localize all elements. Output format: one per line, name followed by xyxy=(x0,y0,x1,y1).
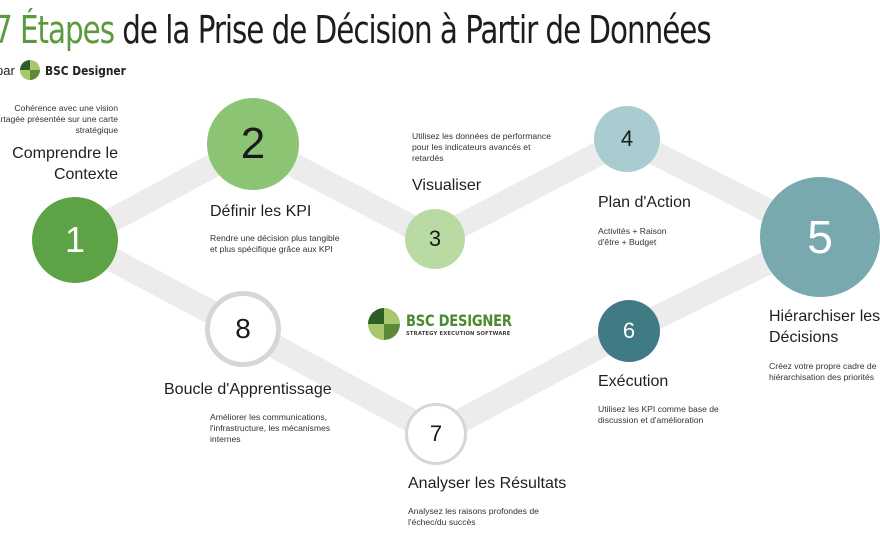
byline-by: par xyxy=(0,62,15,78)
step-6-label: Exécution xyxy=(598,373,669,390)
step-8-description: Améliorer les communications,l'infrastru… xyxy=(210,412,331,444)
page-title: 7 Étapes de la Prise de Décision à Parti… xyxy=(0,8,712,52)
step-5-circle: 5 xyxy=(760,177,880,297)
step-4-number: 4 xyxy=(620,126,634,151)
center-logo-tagline: STRATEGY EXECUTION SOFTWARE xyxy=(406,331,511,337)
bsc-designer-logo-icon xyxy=(368,308,400,340)
step-6-number: 6 xyxy=(622,318,636,343)
step-8-label: Boucle d'Apprentissage xyxy=(164,381,332,398)
step-1-number: 1 xyxy=(64,219,86,260)
title-accent: 7 Étapes xyxy=(0,8,115,52)
step-2-number: 2 xyxy=(240,119,266,168)
step-7-circle: 7 xyxy=(405,403,467,465)
byline: par BSC Designer xyxy=(0,60,140,80)
step-1-circle: 1 xyxy=(32,197,118,283)
step-7-number: 7 xyxy=(429,421,443,446)
step-7-label: Analyser les Résultats xyxy=(408,475,567,492)
step-2-label: Définir les KPI xyxy=(210,203,312,220)
step-8-circle: 8 xyxy=(205,291,281,367)
step-5-number: 5 xyxy=(807,211,833,263)
center-logo-brand: BSC DESIGNER xyxy=(406,311,512,330)
step-4-circle: 4 xyxy=(594,106,660,172)
center-brand-logo: BSC DESIGNER STRATEGY EXECUTION SOFTWARE xyxy=(368,308,535,340)
title-rest: de la Prise de Décision à Partir de Donn… xyxy=(113,8,711,52)
step-3-label: Visualiser xyxy=(412,177,482,194)
byline-brand: BSC Designer xyxy=(44,62,126,78)
step-6-circle: 6 xyxy=(598,300,660,362)
step-4-label: Plan d'Action xyxy=(598,194,691,211)
step-3-circle: 3 xyxy=(405,209,465,269)
bsc-logo-icon xyxy=(19,60,40,80)
step-8-number: 8 xyxy=(235,313,251,344)
step-2-circle: 2 xyxy=(207,98,299,190)
step-3-number: 3 xyxy=(428,226,442,251)
